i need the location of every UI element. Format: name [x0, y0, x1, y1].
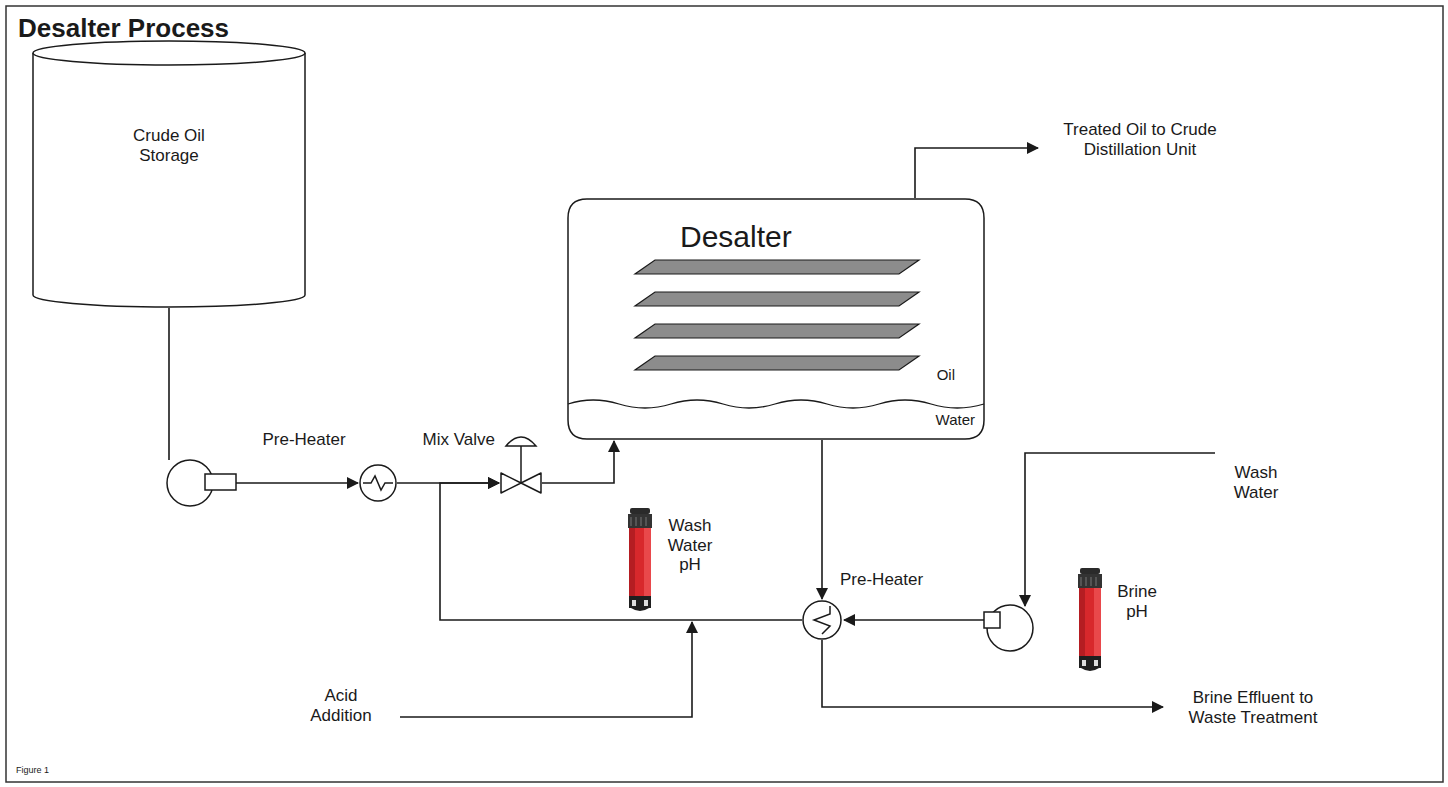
heat-exchanger-outline [802, 600, 842, 640]
pump-symbol [167, 460, 236, 506]
stream-label: Treated Oil to Crude Distillation Unit [1055, 120, 1225, 159]
stream-label: Wash Water [1226, 463, 1286, 502]
storage-tank-outline [32, 40, 306, 308]
control-valve-outline [500, 472, 542, 494]
wash-water-feed-line [844, 619, 984, 621]
treated-oil-line [915, 148, 1038, 198]
ph-probe [1078, 568, 1102, 671]
control-valve: Mix Valve [500, 472, 542, 494]
diagram-title: Desalter Process [18, 14, 229, 44]
process-pipe [821, 440, 823, 599]
frame-border [6, 6, 1443, 782]
pump-symbol [984, 605, 1033, 651]
node-label: Crude Oil Storage [119, 126, 219, 165]
stream-label: Brine pH [1114, 582, 1160, 621]
brine-effluent-line [822, 640, 1163, 707]
stream-label: Wash Water pH [664, 516, 716, 575]
region-label: Oil [937, 366, 955, 383]
node-label: Mix Valve [423, 430, 495, 450]
figure-caption: Figure 1 [16, 765, 49, 775]
ph-probe [628, 508, 652, 611]
process-pipe [440, 483, 802, 620]
storage-tank: Crude Oil Storage [32, 40, 306, 308]
heat-exchanger-outline [359, 464, 397, 502]
stream-label: Brine Effluent to Waste Treatment [1178, 688, 1328, 727]
node-label: Pre-Heater [244, 430, 364, 450]
process-lines [400, 148, 1215, 717]
process-pipe [169, 308, 358, 483]
heat-exchanger: Pre-Heater [802, 600, 842, 640]
acid-addition-line [400, 622, 692, 717]
node-label: Pre-Heater [840, 570, 923, 590]
region-label: Water [936, 411, 975, 428]
desalter-vessel: DesalterOilWater [567, 198, 985, 440]
node-label: Desalter [680, 220, 792, 255]
heat-exchanger: Pre-Heater [359, 464, 397, 502]
stream-label: Acid Addition [300, 686, 382, 725]
process-pipe [542, 441, 614, 483]
